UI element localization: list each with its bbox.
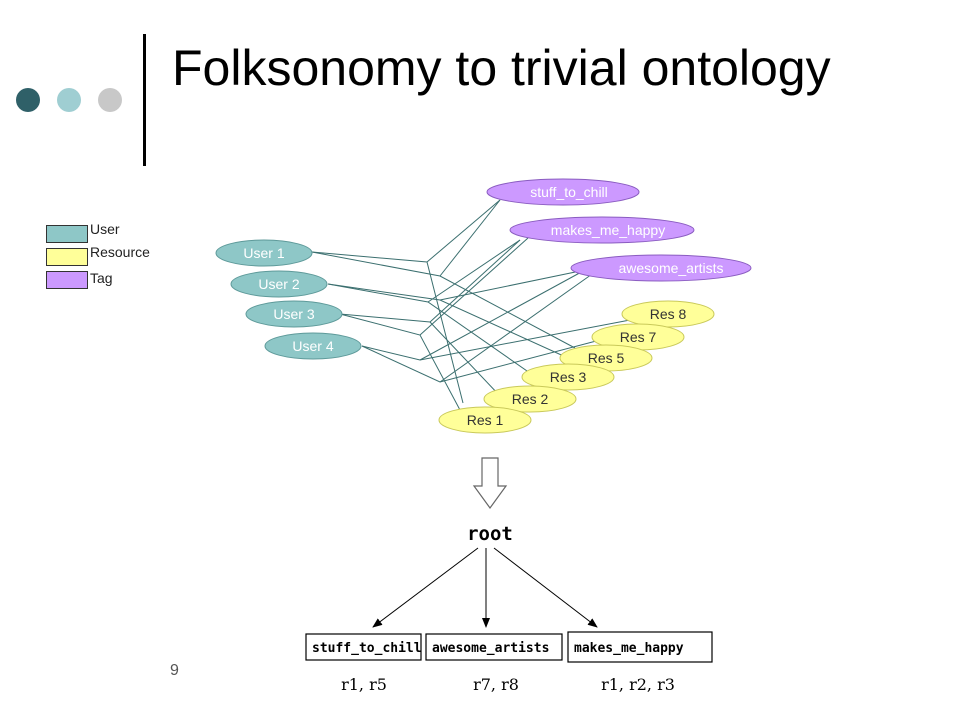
class-name: awesome_artists (432, 641, 549, 656)
resource-node-res-2: Res 2 (483, 385, 577, 413)
tag-node-stuff-to-chill: stuff_to_chill (486, 178, 640, 206)
class-members: r1, r5 (341, 675, 387, 694)
resource-node-res-3: Res 3 (521, 363, 615, 391)
down-arrow-outline-icon (472, 457, 508, 510)
user-node-4: User 4 (264, 332, 362, 360)
folksonomy-edges (311, 199, 631, 411)
tag-label: awesome_artists (618, 260, 723, 276)
user-node-2: User 2 (230, 270, 328, 298)
resource-label: Res 7 (620, 329, 657, 345)
user-label: User 1 (243, 245, 284, 261)
edge (439, 269, 586, 301)
edge (429, 239, 521, 323)
tag-label: makes_me_happy (551, 222, 665, 238)
ontology-class-awesome-artists: awesome_artists r7, r8 (425, 633, 563, 694)
edge (419, 269, 586, 361)
edge (311, 251, 576, 349)
decorative-dot-light (98, 88, 122, 112)
title-divider (143, 34, 146, 166)
tag-label: stuff_to_chill (530, 184, 608, 200)
legend-swatch-tag (46, 271, 88, 289)
resource-node-res-8: Res 8 (621, 300, 715, 328)
edge-to-stuff-to-chill (372, 547, 479, 628)
edge (439, 199, 501, 277)
ontology-root: root (467, 523, 513, 545)
user-node-3: User 3 (245, 300, 343, 328)
decorative-dot-dark (16, 88, 40, 112)
class-name: stuff_to_chill (312, 641, 422, 656)
resource-label: Res 8 (650, 306, 687, 322)
ontology-class-makes-me-happy: makes_me_happy r1, r2, r3 (567, 631, 713, 694)
legend-label-tag: Tag (90, 270, 113, 286)
edge (439, 271, 596, 383)
legend-label-user: User (90, 221, 120, 237)
resource-node-res-1: Res 1 (438, 406, 532, 434)
class-name: makes_me_happy (574, 641, 684, 656)
edge (311, 251, 464, 404)
user-label: User 2 (258, 276, 299, 292)
legend-swatch-resource (46, 248, 88, 266)
resource-label: Res 5 (588, 350, 625, 366)
edge-to-makes-me-happy (493, 547, 598, 628)
edge (327, 283, 591, 369)
class-members: r7, r8 (473, 675, 519, 694)
resource-node-res-7: Res 7 (591, 323, 685, 351)
resource-label: Res 3 (550, 369, 587, 385)
user-label: User 4 (292, 338, 333, 354)
slide-number: 9 (170, 662, 179, 679)
resource-label: Res 2 (512, 391, 549, 407)
legend-swatch-user (46, 225, 88, 243)
ontology-edges (372, 547, 598, 628)
user-label: User 3 (273, 306, 314, 322)
user-node-1: User 1 (215, 239, 313, 267)
edge (339, 313, 461, 411)
resource-label: Res 1 (467, 412, 504, 428)
slide-title: Folksonomy to trivial ontology (172, 40, 831, 96)
class-members: r1, r2, r3 (601, 675, 675, 694)
edge (427, 239, 521, 303)
edge (419, 237, 529, 336)
tag-node-makes-me-happy: makes_me_happy (509, 216, 695, 244)
legend-label-resource: Resource (90, 244, 150, 260)
tag-node-awesome-artists: awesome_artists (570, 254, 752, 282)
edge (426, 199, 501, 263)
edge (339, 313, 501, 397)
ontology-class-stuff-to-chill: stuff_to_chill r1, r5 (305, 633, 422, 694)
decorative-dot-mid (57, 88, 81, 112)
